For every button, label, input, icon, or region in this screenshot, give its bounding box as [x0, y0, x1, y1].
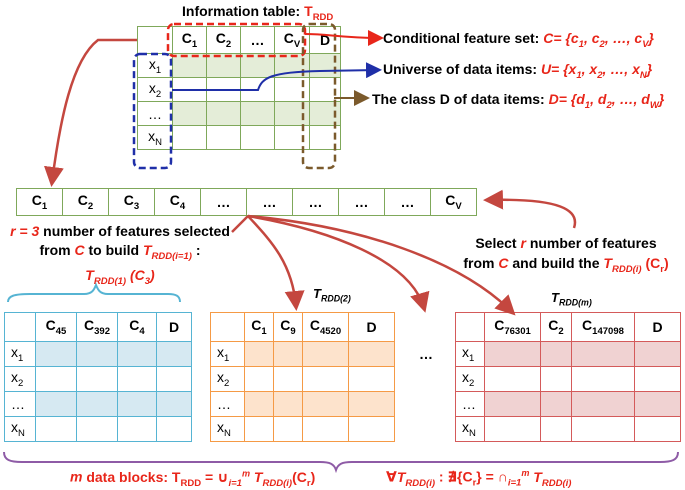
- data-items-dashed-box: [132, 52, 173, 170]
- block2-header-c9: C9: [273, 312, 303, 342]
- block1-header-d: D: [156, 312, 192, 342]
- feature-ellipsis: …: [246, 188, 293, 216]
- feature-c2: C2: [62, 188, 109, 216]
- info-table-title-prefix: Information table:: [182, 3, 305, 19]
- info-header-c2: C2: [206, 26, 241, 54]
- bottom-formula-left: m data blocks: TRDD = ∪i=1m TRDD(i)(Cr): [70, 468, 316, 489]
- block1-brace: [7, 282, 181, 303]
- universe-annotation: Universe of data items: U= {x1, x2, …, x…: [383, 61, 653, 81]
- right-note-line2: from C and build the TRDD(i) (Cr): [463, 255, 669, 275]
- class-dashed-box: [301, 22, 337, 170]
- left-note-line3: TRDD(1) (C3): [85, 266, 155, 287]
- info-table-title-name: T: [304, 3, 313, 19]
- feature-ellipsis: …: [338, 188, 385, 216]
- feature-row: C1 C2 C3 C4 … … … … … CV: [16, 188, 477, 216]
- information-table: C1 C2 … CV D x1 x2 … xN: [137, 26, 341, 150]
- feature-ellipsis: …: [292, 188, 339, 216]
- left-note-line2: from C to build TRDD(i=1) :: [39, 242, 201, 262]
- info-row-x2: x2: [137, 77, 173, 102]
- data-block-1: C45 C392 C4 D x1 x2 … xN: [4, 312, 192, 442]
- select-features-arrow: [483, 189, 577, 229]
- block1-header-c45: C45: [35, 312, 77, 342]
- blocks-ellipsis: …: [419, 346, 433, 362]
- right-note-line1: Select r number of features: [475, 235, 657, 251]
- right-note: Select r number of features from C and b…: [455, 233, 677, 280]
- block3-header-d: D: [634, 312, 681, 342]
- data-block-2: C1 C9 C4520 D x1 x2 … xN: [210, 312, 395, 442]
- block-label-m: TRDD(m): [551, 290, 592, 308]
- arrow-to-block-2: [247, 215, 305, 311]
- info-corner-cell: [137, 26, 173, 54]
- feature-ellipsis: …: [200, 188, 247, 216]
- feature-cv: CV: [430, 188, 477, 216]
- conditional-feature-annotation: Conditional feature set: C= {c1, c2, …, …: [383, 30, 654, 50]
- info-row-xn: xN: [137, 125, 173, 150]
- conditional-label: Conditional feature set:: [383, 30, 544, 46]
- left-note: r = 3 number of features selected from C…: [6, 222, 234, 291]
- conditional-arrow: [304, 29, 384, 46]
- bottom-formula-right: ∀TRDD(i) : ∄{Cr} = ∩i=1m TRDD(i): [386, 468, 572, 489]
- arrow-to-ellipsis: [247, 214, 430, 313]
- table-to-features-arrow: [44, 38, 137, 187]
- feature-c3: C3: [108, 188, 155, 216]
- block1-header-c392: C392: [76, 312, 118, 342]
- block2-header-c4520: C4520: [302, 312, 349, 342]
- feature-ellipsis: …: [384, 188, 431, 216]
- info-table-title-sub: RDD: [312, 11, 334, 23]
- universe-arrow: [172, 62, 382, 91]
- block3-header-c147098: C147098: [571, 312, 635, 342]
- block3-header-c2: C2: [540, 312, 572, 342]
- bottom-brace: [3, 451, 679, 474]
- block2-header-d: D: [348, 312, 395, 342]
- conditional-features-dashed-box: [166, 22, 307, 58]
- block-label-2: TRDD(2): [313, 286, 351, 304]
- arrow-to-left-note: [231, 215, 249, 233]
- feature-c4: C4: [154, 188, 201, 216]
- block1-header-c4: C4: [117, 312, 157, 342]
- class-annotation: The class D of data items: D= {d1, d2, ……: [372, 91, 665, 111]
- block2-header-c1: C1: [244, 312, 274, 342]
- left-note-line1: r = 3 number of features selected: [10, 223, 230, 239]
- arrow-to-block-m: [247, 214, 516, 316]
- class-label: The class D of data items:: [372, 91, 549, 107]
- info-table-title: Information table: TRDD: [182, 3, 333, 23]
- universe-label: Universe of data items:: [383, 61, 541, 77]
- data-block-m: C76301 C2 C147098 D x1 x2 … xN: [455, 312, 681, 442]
- info-header-ellipsis: …: [240, 26, 275, 54]
- feature-c1: C1: [16, 188, 63, 216]
